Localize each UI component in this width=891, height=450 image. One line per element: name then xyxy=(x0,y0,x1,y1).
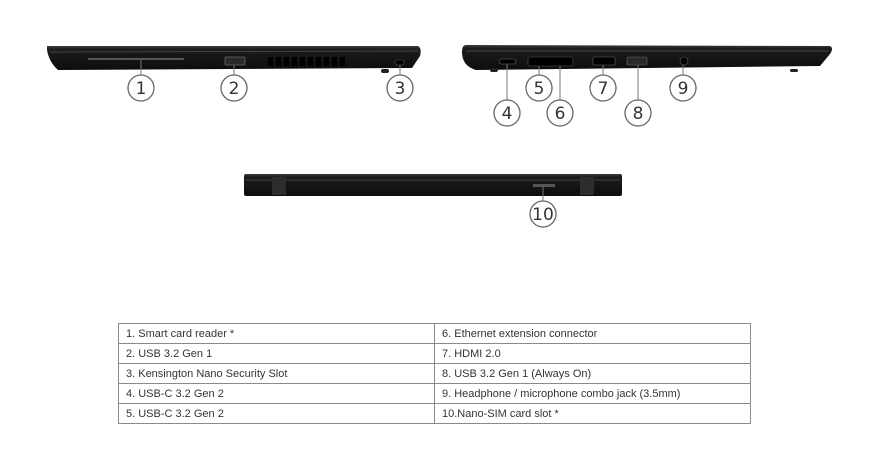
vent-grille xyxy=(268,57,345,66)
callout-9: 9 xyxy=(678,79,689,99)
laptop-right-side xyxy=(462,45,832,72)
callout-2: 2 xyxy=(229,79,240,99)
callout-1: 1 xyxy=(136,79,147,99)
laptop-left-side xyxy=(47,46,421,73)
usb-a-port xyxy=(224,56,246,66)
audio-jack xyxy=(679,56,689,66)
table-row: 1. Smart card reader *6. Ethernet extens… xyxy=(118,323,751,344)
smart-card-slot xyxy=(88,58,184,60)
legend-item: 10.Nano-SIM card slot * xyxy=(434,403,751,424)
legend-item: 9. Headphone / microphone combo jack (3.… xyxy=(434,383,751,404)
callout-7: 7 xyxy=(598,79,609,99)
hdmi-port xyxy=(592,56,616,66)
usb-c-port xyxy=(498,58,517,65)
laptop-views: 1 2 3 4 5 6 7 8 9 10 xyxy=(47,45,832,228)
legend-item: 2. USB 3.2 Gen 1 xyxy=(118,343,435,364)
callout-4: 4 xyxy=(502,104,513,124)
legend-item: 7. HDMI 2.0 xyxy=(434,343,751,364)
legend-item: 4. USB-C 3.2 Gen 2 xyxy=(118,383,435,404)
callout-5: 5 xyxy=(534,79,545,99)
callout-8: 8 xyxy=(633,104,644,124)
legend-item: 1. Smart card reader * xyxy=(118,323,435,344)
legend-item: 6. Ethernet extension connector xyxy=(434,323,751,344)
nano-sim-slot xyxy=(533,184,555,187)
ports-legend-table: 1. Smart card reader *6. Ethernet extens… xyxy=(118,323,751,424)
callout-6: 6 xyxy=(555,104,566,124)
legend-item: 3. Kensington Nano Security Slot xyxy=(118,363,435,384)
laptop-back xyxy=(244,174,622,196)
usb-a-always-on-port xyxy=(626,56,648,66)
legend-item: 8. USB 3.2 Gen 1 (Always On) xyxy=(434,363,751,384)
callout-3: 3 xyxy=(395,79,406,99)
callout-10: 10 xyxy=(532,205,554,225)
usb-c-ethernet-port xyxy=(527,56,574,67)
legend-item: 5. USB-C 3.2 Gen 2 xyxy=(118,403,435,424)
kensington-slot xyxy=(394,59,405,66)
